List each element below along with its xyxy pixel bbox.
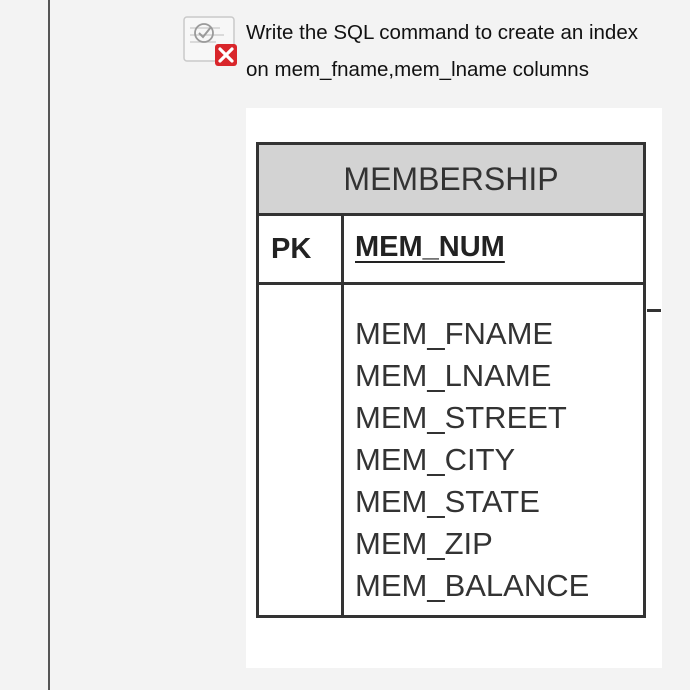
attribute-item: MEM_BALANCE xyxy=(355,568,590,603)
question-line-2: on mem_fname,mem_lname columns xyxy=(246,58,589,81)
attribute-item: MEM_CITY xyxy=(355,442,516,477)
relationship-connector-line xyxy=(647,309,661,312)
left-gutter xyxy=(0,0,50,690)
pk-label: PK xyxy=(271,233,312,265)
attributes-row: MEM_FNAME MEM_LNAME MEM_STREET MEM_CITY … xyxy=(259,285,643,615)
question-line-1: Write the SQL command to create an index xyxy=(246,21,638,44)
question-text: Write the SQL command to create an index… xyxy=(246,14,686,88)
primary-key-row: PK MEM_NUM xyxy=(259,216,643,285)
pk-cell: PK xyxy=(259,216,344,282)
attribute-item: MEM_LNAME xyxy=(355,358,552,393)
right-strip xyxy=(690,0,700,690)
attribute-item: MEM_STATE xyxy=(355,484,540,519)
entity-name: MEMBERSHIP xyxy=(259,145,643,216)
membership-entity: MEMBERSHIP PK MEM_NUM MEM_FNAME MEM_LNAM… xyxy=(256,142,646,618)
attribute-item: MEM_STREET xyxy=(355,400,567,435)
pk-attribute: MEM_NUM xyxy=(355,231,505,263)
attribute-item: MEM_ZIP xyxy=(355,526,493,561)
empty-key-cell xyxy=(259,285,344,615)
attribute-item: MEM_FNAME xyxy=(355,316,554,351)
attribute-list: MEM_FNAME MEM_LNAME MEM_STREET MEM_CITY … xyxy=(344,285,589,615)
incorrect-x-icon xyxy=(182,14,240,70)
